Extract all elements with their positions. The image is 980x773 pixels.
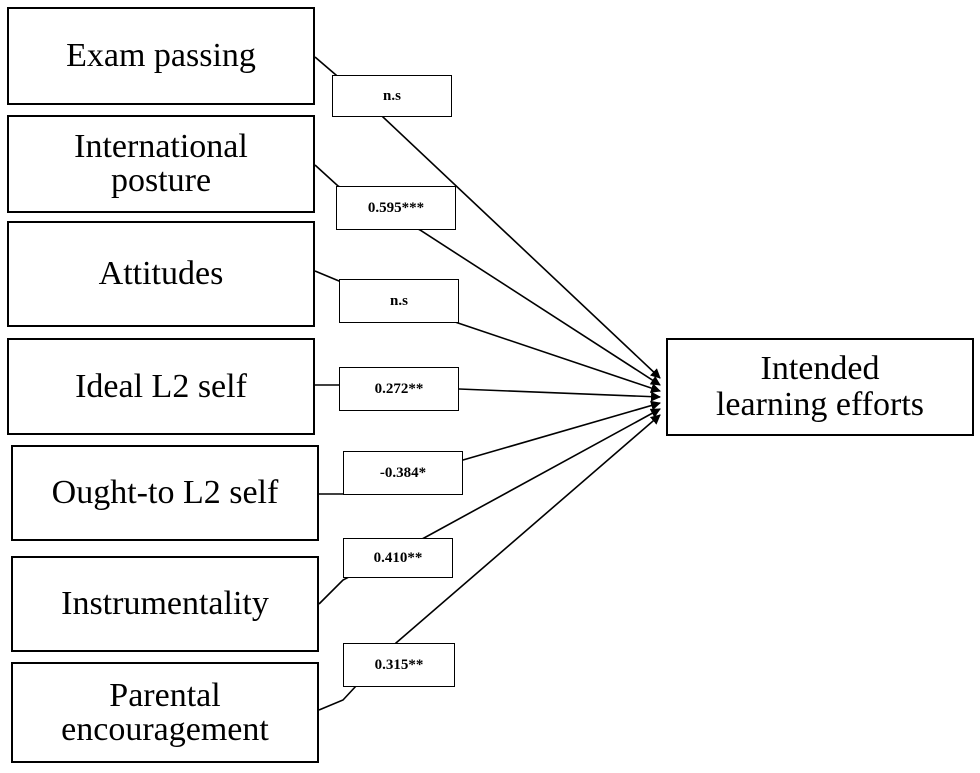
outcome-label: Intended learning efforts [715,350,925,423]
coefficient-label: 0.315** [343,643,455,687]
coefficient-label: n.s [339,279,459,323]
predictor-label: Attitudes [98,255,224,292]
predictor-label: Parental encouragement [61,676,269,748]
predictor-label: Instrumentality [61,585,269,622]
outcome-box-intended-learning-efforts: Intended learning efforts [666,338,974,436]
predictor-label: International posture [74,128,248,199]
coefficient-label: 0.410** [343,538,453,578]
coefficient-label: n.s [332,75,452,117]
predictor-label: Ideal L2 self [75,367,247,405]
predictor-box-parental-encouragement: Parental encouragement [11,662,319,763]
predictor-box-ideal-l2-self: Ideal L2 self [7,338,315,435]
predictor-box-ought-to-l2-self: Ought-to L2 self [11,445,319,541]
predictor-box-instrumentality: Instrumentality [11,556,319,652]
predictor-box-international-posture: International posture [7,115,315,213]
coefficient-label: 0.595*** [336,186,456,230]
predictor-label: Exam passing [66,37,256,74]
predictor-label: Ought-to L2 self [51,474,279,511]
predictor-box-attitudes: Attitudes [7,221,315,327]
coefficient-label: -0.384* [343,451,463,495]
predictor-box-exam-passing: Exam passing [7,7,315,105]
coefficient-label: 0.272** [339,367,459,411]
